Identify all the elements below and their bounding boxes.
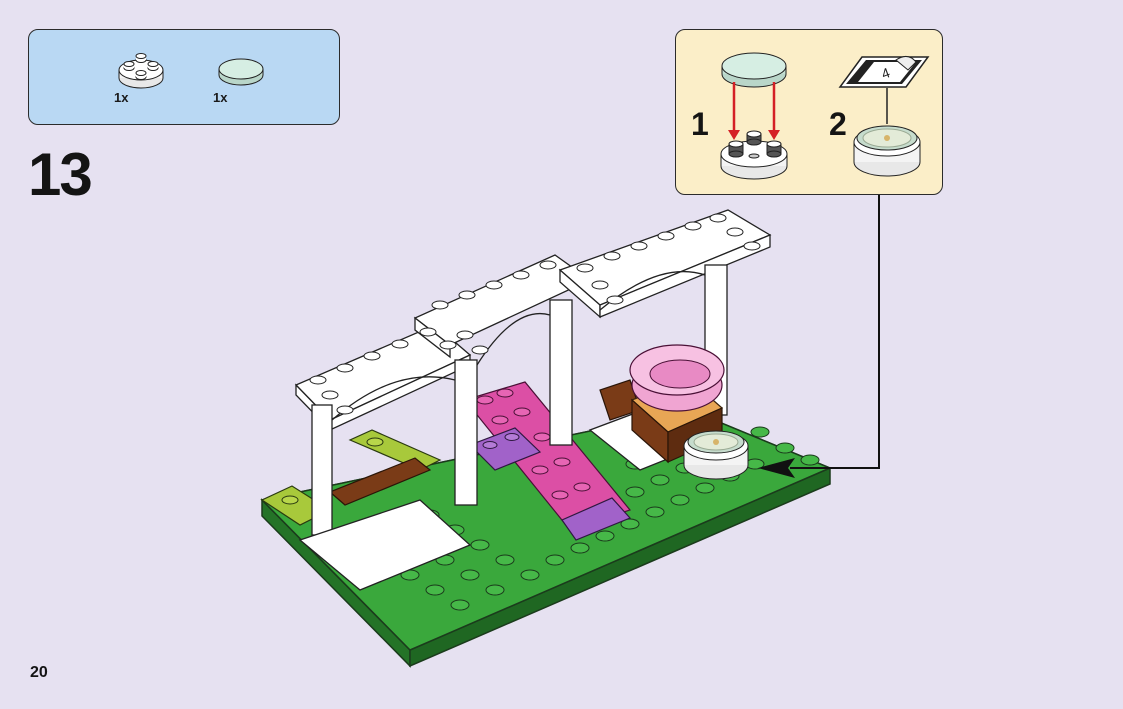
page-number: 20 [30,664,48,682]
pink-bowl [630,345,724,411]
placed-decorated-tile [684,431,748,479]
placement-arrow [758,195,879,478]
